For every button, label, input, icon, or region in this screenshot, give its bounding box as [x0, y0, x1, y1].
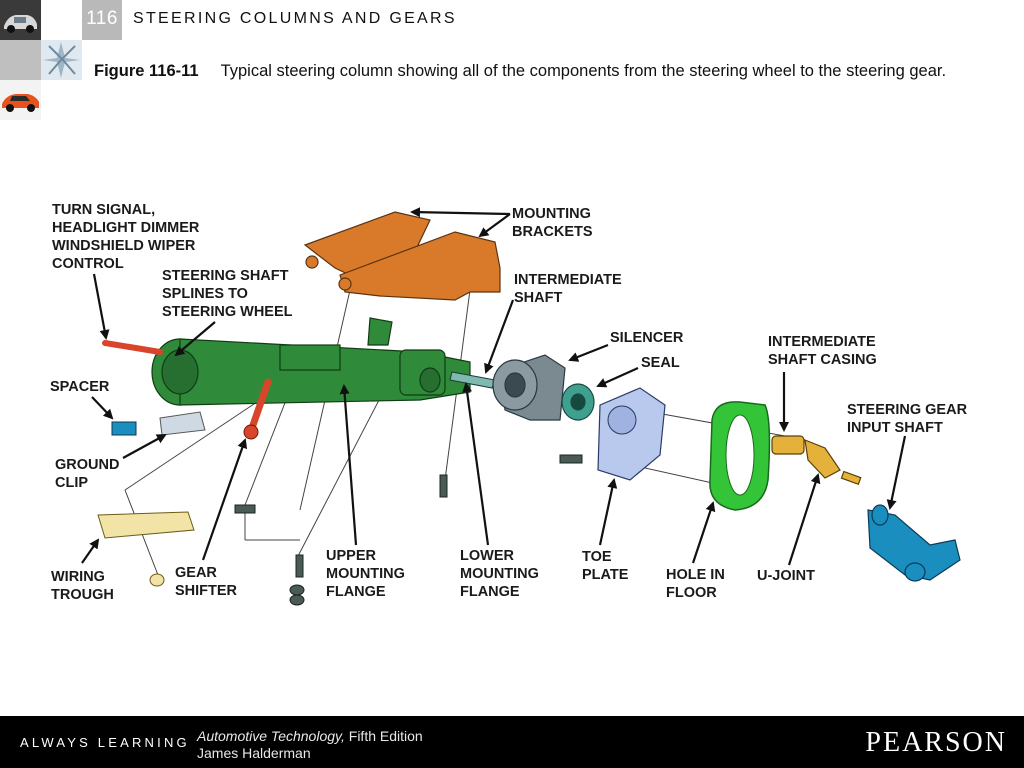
label-hole-in-floor: HOLE IN FLOOR — [666, 567, 725, 601]
footer-bar: ALWAYS LEARNING Automotive Technology, F… — [0, 716, 1024, 768]
label-turn-signal: TURN SIGNAL, HEADLIGHT DIMMER WINDSHIELD… — [52, 202, 200, 272]
chapter-title: STEERING COLUMNS AND GEARS — [133, 10, 457, 27]
label-intermediate-shaft: INTERMEDIATE SHAFT — [514, 272, 622, 306]
footer-book-info: Automotive Technology, Fifth Edition Jam… — [197, 728, 423, 762]
label-silencer: SILENCER — [610, 330, 684, 346]
silencer-part — [492, 354, 566, 421]
figure-caption: Figure 116-11 Typical steering column sho… — [94, 61, 994, 81]
publisher-logo: PEARSON — [865, 727, 1007, 758]
label-wiring-trough: WIRING TROUGH — [51, 569, 114, 603]
toe-plate-part — [597, 387, 666, 481]
figure-caption-text: Typical steering column showing all of t… — [220, 62, 947, 80]
car-thumbnail-image — [0, 0, 41, 40]
steering-column-diagram: TURN SIGNAL, HEADLIGHT DIMMER WINDSHIELD… — [50, 202, 968, 606]
figure-label: Figure 116-11 — [94, 62, 199, 80]
book-edition: Fifth Edition — [348, 728, 423, 744]
label-upper-mounting-flange: UPPER MOUNTING FLANGE — [326, 548, 405, 600]
book-author: James Halderman — [197, 745, 311, 761]
spacer-part — [111, 421, 137, 436]
turn-signal-lever-part — [102, 340, 163, 355]
chapter-number: 116 — [86, 8, 118, 29]
seal-part — [561, 383, 595, 421]
label-toe-plate: TOE PLATE — [582, 549, 629, 583]
steering-column-part — [151, 317, 471, 406]
u-joint-part — [771, 435, 862, 486]
sports-car-thumbnail-image — [0, 80, 41, 120]
intermediate-shaft-part — [449, 371, 496, 389]
label-u-joint: U-JOINT — [757, 568, 815, 584]
ground-clip-part — [159, 411, 206, 436]
label-ground-clip: GROUND CLIP — [55, 457, 120, 491]
label-steering-gear-input-shaft: STEERING GEAR INPUT SHAFT — [847, 402, 968, 436]
steering-gear-part — [867, 504, 961, 582]
label-intermediate-shaft-casing: INTERMEDIATE SHAFT CASING — [768, 334, 877, 368]
mounting-brackets-part — [303, 211, 501, 301]
label-steering-shaft-splines: STEERING SHAFT SPLINES TO STEERING WHEEL — [162, 268, 293, 320]
grey-thumbnail-image — [0, 40, 41, 80]
chapter-number-box — [82, 0, 122, 40]
footer-tagline: ALWAYS LEARNING — [20, 735, 190, 750]
label-seal: SEAL — [641, 355, 680, 371]
wiring-trough-part — [97, 511, 195, 539]
header-thumbnails — [0, 0, 41, 122]
book-title: Automotive Technology, — [197, 728, 345, 744]
steering-column-illustration — [81, 207, 961, 606]
crystal-thumbnail-image — [41, 40, 82, 80]
label-lower-mounting-flange: LOWER MOUNTING FLANGE — [460, 548, 539, 600]
label-spacer: SPACER — [50, 379, 110, 395]
label-mounting-brackets: MOUNTING BRACKETS — [512, 206, 593, 240]
gear-shifter-part — [248, 378, 272, 432]
label-gear-shifter: GEAR SHIFTER — [175, 565, 238, 599]
